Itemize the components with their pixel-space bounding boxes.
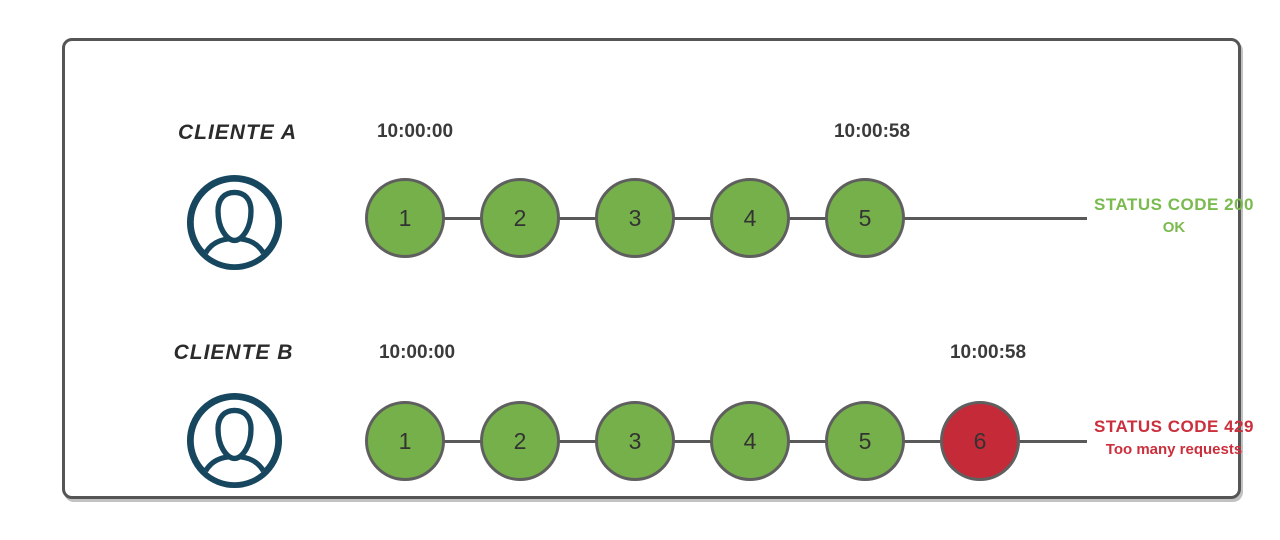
client-b-status-message: Too many requests — [1105, 440, 1243, 458]
request-circle-1: 1 — [365, 178, 445, 258]
client-a-status-code: STATUS CODE 200 — [1094, 195, 1254, 214]
client-a-status-text: STATUS CODE 200 OK — [1086, 193, 1262, 238]
request-circle-3: 3 — [595, 401, 675, 481]
request-circle-1: 1 — [365, 401, 445, 481]
client-b-status-code: STATUS CODE 429 — [1094, 417, 1254, 436]
client-b-status-text: STATUS CODE 429 Too many requests — [1086, 415, 1262, 460]
avatar-head — [215, 189, 254, 244]
request-circle-4: 4 — [710, 178, 790, 258]
request-circle-5: 5 — [825, 178, 905, 258]
client-b-start-timestamp: 10:00:00 — [378, 342, 456, 363]
request-circle-5: 5 — [825, 401, 905, 481]
request-circle-4: 4 — [710, 401, 790, 481]
client-b-label: CLIENTE B — [173, 341, 294, 364]
client-a-end-timestamp: 10:00:58 — [833, 121, 911, 142]
client-b-end-timestamp: 10:00:58 — [949, 342, 1027, 363]
client-a-user-avatar-icon — [186, 174, 283, 271]
request-circle-3: 3 — [595, 178, 675, 258]
client-a-start-timestamp: 10:00:00 — [376, 121, 454, 142]
avatar-head — [215, 407, 254, 462]
request-circle-2: 2 — [480, 178, 560, 258]
request-circle-2: 2 — [480, 401, 560, 481]
client-b-user-avatar-icon — [186, 392, 283, 489]
request-circle-6: 6 — [940, 401, 1020, 481]
client-a-status-message: OK — [1162, 218, 1186, 236]
client-a-label: CLIENTE A — [177, 121, 298, 144]
